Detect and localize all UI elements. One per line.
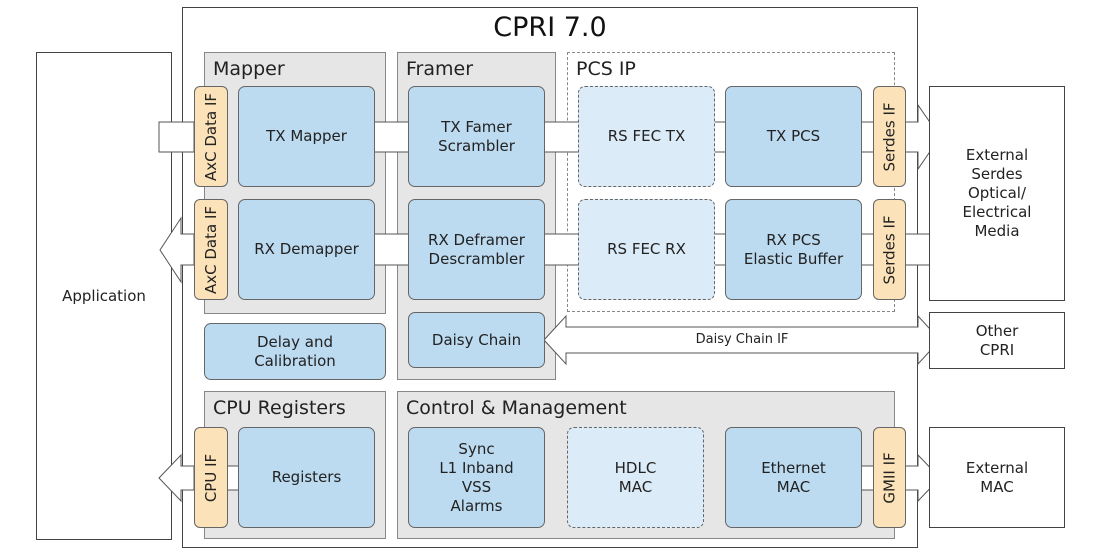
sync-label: Sync L1 Inband VSS Alarms: [439, 439, 514, 515]
rx-demapper-block: RX Demapper: [238, 199, 375, 300]
ethernet-mac-label: Ethernet MAC: [761, 458, 826, 496]
tx-pcs-label: TX PCS: [766, 127, 821, 145]
daisy-chain-block: Daisy Chain: [408, 312, 545, 368]
external-mac-block: External MAC: [929, 427, 1065, 528]
rx-mapper-framer-link: [373, 233, 410, 266]
rs-fec-rx-block: RS FEC RX: [578, 199, 715, 300]
delay-calibration-label: Delay and Calibration: [254, 332, 336, 370]
rs-fec-rx-label: RS FEC RX: [607, 240, 686, 258]
tx-pcs-block: TX PCS: [725, 86, 862, 187]
daisy-chain-if-label: Daisy Chain IF: [695, 332, 789, 347]
cpu-if-arrow: [158, 453, 195, 503]
rx-framer-pcs-link: [543, 233, 580, 266]
rx-deframer-label: RX Deframer Descrambler: [428, 230, 525, 268]
tx-mapper-block: TX Mapper: [238, 86, 375, 187]
tx-mapper-framer-link: [373, 121, 410, 153]
serdes-if-tx: Serdes IF: [873, 86, 906, 187]
rs-fec-tx-block: RS FEC TX: [578, 86, 715, 187]
rx-pcs-if-link: [859, 233, 875, 266]
hdlc-mac-label: HDLC MAC: [614, 458, 657, 496]
rx-app-arrow: [159, 216, 195, 284]
axc-data-if-tx-label: AxC Data IF: [202, 92, 221, 181]
framer-title: Framer: [406, 58, 474, 80]
external-serdes-label: External Serdes Optical/ Electrical Medi…: [962, 146, 1032, 240]
tx-framer-label: TX Famer Scrambler: [438, 117, 515, 155]
tx-mapper-label: TX Mapper: [266, 127, 347, 145]
gmii-if: GMII IF: [873, 427, 906, 528]
control-title: Control & Management: [406, 397, 627, 419]
serdes-if-rx-label: Serdes IF: [880, 214, 899, 285]
serdes-if-rx: Serdes IF: [873, 199, 906, 300]
registers-label: Registers: [271, 468, 342, 486]
other-cpri-block: Other CPRI: [929, 312, 1065, 369]
rx-pcs-label: RX PCS Elastic Buffer: [743, 230, 844, 268]
rx-pcs-block: RX PCS Elastic Buffer: [725, 199, 862, 300]
daisy-chain-label: Daisy Chain: [431, 330, 522, 349]
external-mac-label: External MAC: [965, 458, 1029, 496]
rx-demapper-label: RX Demapper: [254, 240, 359, 258]
gmii-if-label: GMII IF: [880, 451, 899, 504]
axc-data-if-rx-label: AxC Data IF: [202, 205, 221, 294]
tx-pcs-if-link: [859, 121, 875, 153]
cpu-if-label: CPU IF: [202, 453, 221, 502]
axc-data-if-tx: AxC Data IF: [194, 86, 228, 187]
rs-fec-tx-label: RS FEC TX: [607, 127, 686, 145]
hdlc-mac-block: HDLC MAC: [567, 427, 704, 528]
application-block: Application: [36, 52, 172, 540]
application-label: Application: [62, 286, 146, 305]
diagram-title: CPRI 7.0: [493, 12, 607, 43]
delay-calibration-block: Delay and Calibration: [204, 323, 386, 380]
axc-data-if-rx: AxC Data IF: [194, 199, 228, 300]
cpu-if: CPU IF: [194, 427, 228, 528]
sync-block: Sync L1 Inband VSS Alarms: [408, 427, 545, 528]
tx-framer-block: TX Famer Scrambler: [408, 86, 545, 187]
pcs-title: PCS IP: [576, 58, 636, 80]
mapper-title: Mapper: [213, 58, 285, 80]
serdes-if-tx-label: Serdes IF: [880, 101, 899, 172]
external-serdes-block: External Serdes Optical/ Electrical Medi…: [929, 86, 1065, 301]
tx-framer-pcs-link: [543, 121, 580, 153]
tx-app-arrow: [158, 121, 195, 153]
cpu-title: CPU Registers: [213, 397, 346, 419]
rx-deframer-block: RX Deframer Descrambler: [408, 199, 545, 300]
other-cpri-label: Other CPRI: [975, 321, 1019, 359]
registers-block: Registers: [238, 427, 375, 528]
ethernet-mac-block: Ethernet MAC: [725, 427, 862, 528]
